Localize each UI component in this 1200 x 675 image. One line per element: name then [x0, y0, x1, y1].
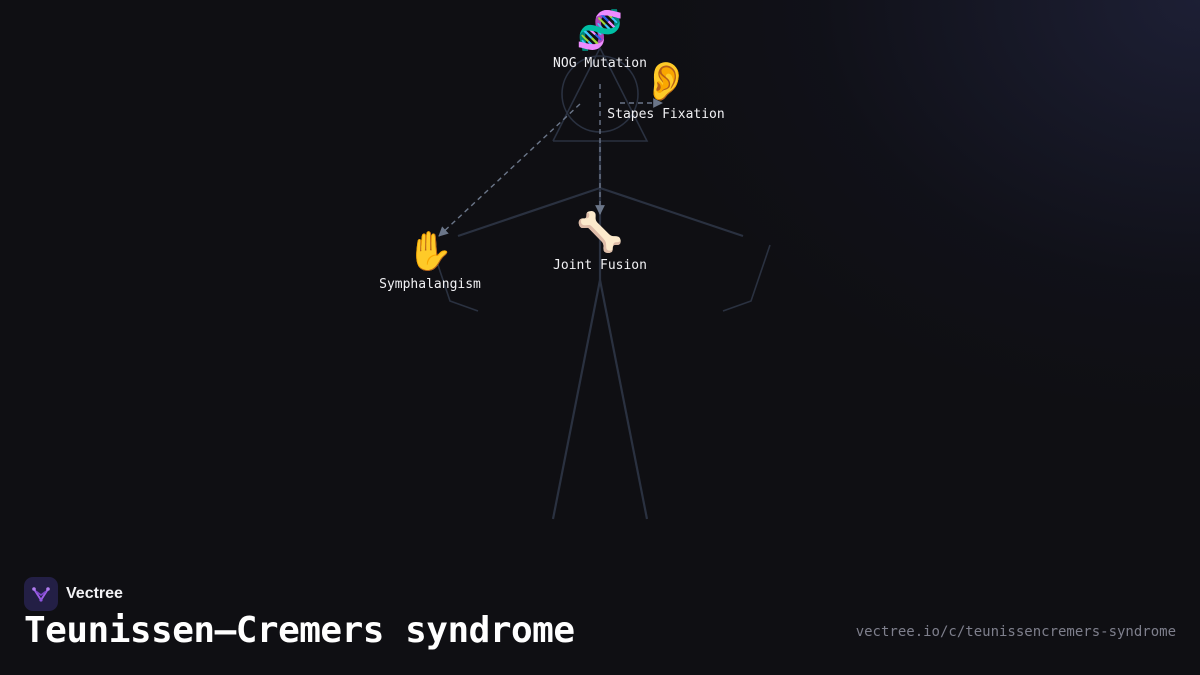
- figure-right-hand: [722, 244, 771, 312]
- node-label: Joint Fusion: [553, 258, 647, 273]
- node-nog-mutation: 🧬 NOG Mutation: [553, 8, 647, 71]
- node-symphalangism: ✋ Symphalangism: [379, 229, 481, 292]
- figure-left-hand: [436, 261, 479, 312]
- node-stapes-fixation: 👂 Stapes Fixation: [607, 59, 724, 122]
- raised-hand-icon: ✋: [406, 229, 454, 273]
- source-url[interactable]: vectree.io/c/teunissencremers-syndrome: [855, 624, 1176, 640]
- figure-left-arm: [457, 186, 601, 238]
- node-label: Symphalangism: [379, 277, 481, 292]
- page-title: Teunissen–Cremers syndrome: [24, 610, 575, 651]
- brand[interactable]: Vectree: [24, 577, 123, 611]
- ear-icon: 👂: [642, 59, 690, 103]
- vectree-logo-icon: [24, 577, 58, 611]
- node-label: Stapes Fixation: [607, 107, 725, 122]
- bone-icon: 🦴: [576, 210, 624, 254]
- node-label: NOG Mutation: [553, 56, 647, 71]
- brand-name: Vectree: [66, 585, 123, 602]
- figure-left-leg: [551, 279, 602, 520]
- node-joint-fusion: 🦴 Joint Fusion: [553, 210, 647, 273]
- dna-icon: 🧬: [576, 8, 624, 52]
- figure-right-leg: [598, 279, 649, 520]
- figure-right-arm: [599, 186, 744, 238]
